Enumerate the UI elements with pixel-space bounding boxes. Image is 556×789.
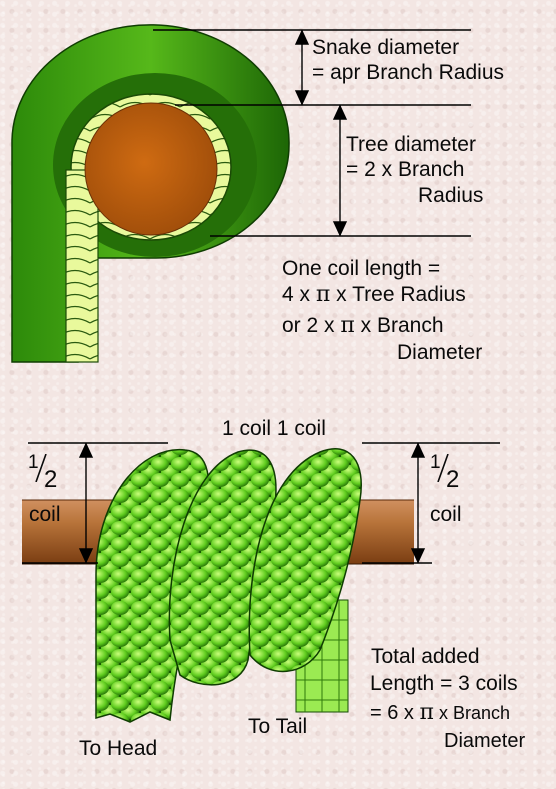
- coil-length-unit: Diameter: [397, 341, 483, 364]
- half-coil-left-label: coil: [29, 503, 61, 526]
- coil-length-formula-2: or 2 x π x Branch: [282, 313, 444, 338]
- to-tail-label: To Tail: [248, 715, 308, 738]
- bottom-dimension-lines: [22, 442, 500, 564]
- half-coil-left-fraction: 1 2: [28, 452, 58, 493]
- half-coil-right-label: coil: [430, 503, 462, 526]
- coil-length-heading: One coil length =: [282, 257, 441, 280]
- total-length-heading: Total added: [371, 645, 480, 668]
- branch-cross-section: [84, 102, 218, 236]
- tree-diameter-label: Tree diameter: [346, 133, 476, 156]
- half-coil-right-fraction: 1 2: [430, 452, 460, 493]
- tree-diameter-value: = 2 x Branch: [346, 158, 465, 181]
- total-length-formula: = 6 x π x Branch: [370, 700, 510, 725]
- tree-diameter-unit: Radius: [418, 184, 484, 207]
- pi-symbol: π: [315, 282, 331, 307]
- total-length-coils: Length = 3 coils: [370, 672, 518, 695]
- snake-coil-3: [248, 447, 362, 672]
- coil-count-label: 1 coil 1 coil: [222, 417, 326, 440]
- pi-symbol: π: [419, 700, 434, 725]
- bottom-coil-figure: [22, 447, 414, 723]
- top-coil-figure: [11, 24, 290, 363]
- snake-diameter-label: Snake diameter: [312, 36, 460, 59]
- total-length-unit: Diameter: [444, 730, 526, 752]
- coil-length-formula-1: 4 x π x Tree Radius: [282, 282, 466, 307]
- top-dimension-lines: [153, 29, 471, 237]
- snake-diameter-value: = apr Branch Radius: [312, 61, 505, 84]
- snake-belly-tail: [65, 169, 99, 363]
- to-head-label: To Head: [79, 737, 158, 760]
- pi-symbol: π: [340, 313, 355, 338]
